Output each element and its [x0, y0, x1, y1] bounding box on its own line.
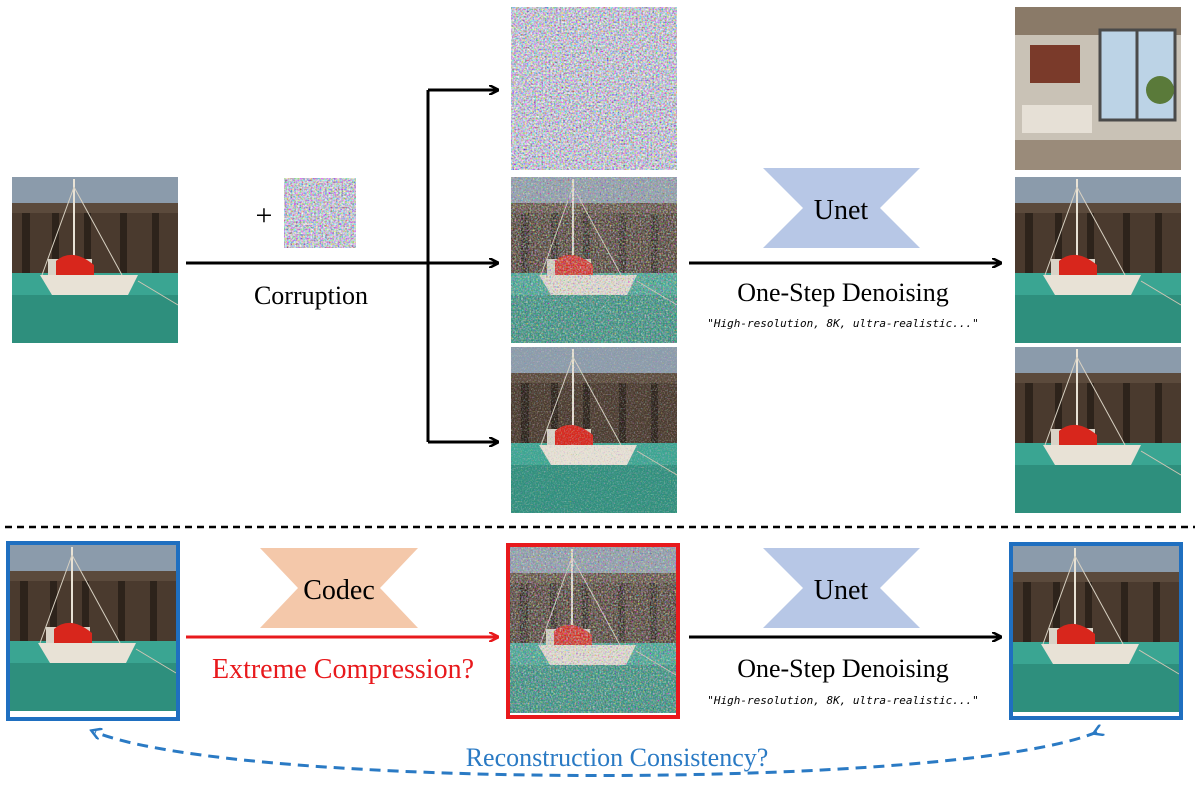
lightly-noised-boat-image [510, 346, 678, 514]
top-prompt-text: "High-resolution, 8K, ultra-realistic...… [707, 317, 979, 330]
input-boat-image [6, 541, 180, 721]
denoised-boat-sharp-image [1014, 176, 1182, 344]
reconstructed-boat-image [1009, 542, 1183, 720]
bottom-unet-block: Unet [763, 548, 920, 628]
consistency-label: Reconstruction Consistency? [466, 743, 769, 772]
compressed-latent-image [506, 543, 680, 719]
codec-label: Codec [303, 575, 375, 606]
top-denoise-label: One-Step Denoising [737, 278, 949, 307]
top-unet-label: Unet [814, 195, 869, 226]
noise-patch-image [284, 178, 356, 248]
consistency-arrow [95, 732, 1097, 777]
heavily-noised-boat-image [510, 176, 678, 344]
top-unet-block: Unet [763, 168, 920, 248]
compression-label: Extreme Compression? [212, 654, 474, 685]
plus-sign: + [256, 199, 273, 232]
source-boat-image [11, 176, 179, 344]
pure-noise-image [511, 7, 677, 170]
output-interior-image [1015, 7, 1181, 170]
denoised-boat-soft-image [1014, 346, 1182, 514]
bottom-unet-label: Unet [814, 575, 869, 606]
bottom-prompt-text: "High-resolution, 8K, ultra-realistic...… [707, 694, 979, 707]
codec-block: Codec [260, 548, 418, 628]
branch-bracket [426, 90, 498, 442]
corruption-label: Corruption [254, 281, 368, 310]
bottom-denoise-label: One-Step Denoising [737, 654, 949, 683]
